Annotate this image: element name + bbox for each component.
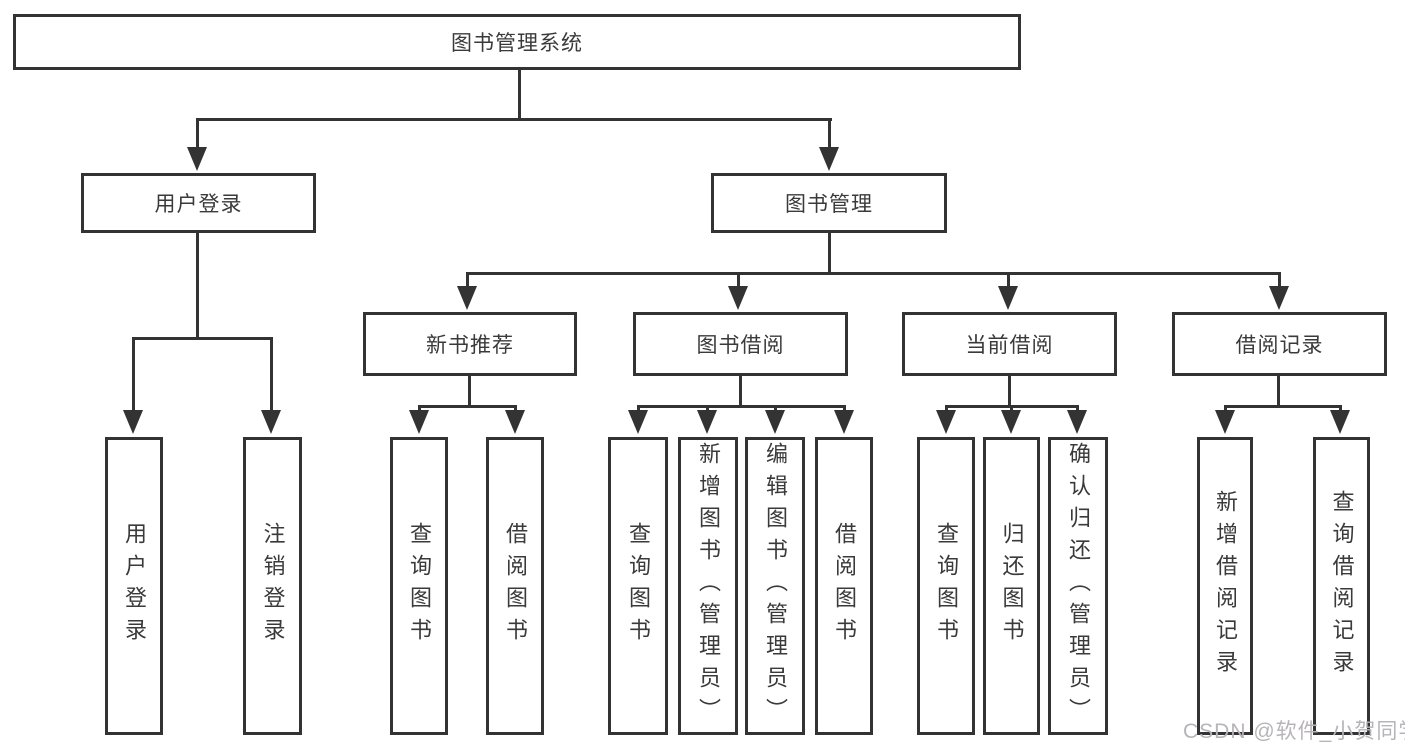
connector-line xyxy=(1339,405,1342,414)
leaf-cb-return-books: 归还图书 xyxy=(983,437,1040,735)
arrow-down-icon xyxy=(1330,410,1350,434)
connector-line xyxy=(196,233,199,337)
connector-line xyxy=(468,376,471,407)
node-new-book-recommendation: 新书推荐 xyxy=(363,312,577,376)
leaf-label: 编辑图书（管理员） xyxy=(763,442,788,730)
arrow-down-icon xyxy=(728,286,748,310)
connector-line xyxy=(196,118,199,150)
connector-line xyxy=(843,405,846,414)
leaf-cb-query-books: 查询图书 xyxy=(917,437,975,735)
node-label: 当前借阅 xyxy=(965,334,1054,357)
node-label: 图书管理系统 xyxy=(451,32,583,55)
arrow-down-icon xyxy=(409,410,429,434)
leaf-label: 查询图书 xyxy=(626,522,651,650)
node-label: 图书管理 xyxy=(785,193,873,216)
leaf-label: 借阅图书 xyxy=(832,522,857,650)
connector-line xyxy=(1007,272,1010,288)
node-library-management-system: 图书管理系统 xyxy=(13,14,1021,70)
connector-line xyxy=(196,118,832,121)
connector-line xyxy=(739,376,742,407)
leaf-label: 注销登录 xyxy=(260,522,286,650)
node-book-borrowing: 图书借阅 xyxy=(633,312,848,376)
leaf-br-add-record: 新增借阅记录 xyxy=(1197,437,1253,735)
connector-line xyxy=(418,405,421,414)
leaf-logout: 注销登录 xyxy=(243,437,302,735)
connector-line xyxy=(1224,405,1227,414)
connector-line xyxy=(1010,405,1013,414)
leaf-label: 借阅图书 xyxy=(503,522,528,650)
arrow-down-icon xyxy=(628,410,648,434)
connector-line xyxy=(132,337,273,340)
connector-line xyxy=(466,272,1281,275)
arrow-down-icon xyxy=(1215,410,1235,434)
connector-line xyxy=(945,405,948,414)
connector-line xyxy=(132,337,135,412)
leaf-label: 查询图书 xyxy=(934,522,959,650)
leaf-label: 查询图书 xyxy=(407,522,432,650)
leaf-bb-edit-books-admin: 编辑图书（管理员） xyxy=(745,437,805,735)
arrow-down-icon xyxy=(936,410,956,434)
connector-line xyxy=(706,405,709,414)
connector-line xyxy=(514,405,517,414)
leaf-label: 归还图书 xyxy=(999,522,1025,650)
leaf-bb-add-books-admin: 新增图书（管理员） xyxy=(678,437,738,735)
arrow-down-icon xyxy=(505,410,525,434)
node-user-login: 用户登录 xyxy=(81,173,316,233)
connector-line xyxy=(1277,376,1280,407)
arrow-down-icon xyxy=(697,410,717,434)
leaf-label: 查询借阅记录 xyxy=(1329,490,1355,682)
leaf-bb-borrow-books: 借阅图书 xyxy=(815,437,873,735)
connector-line xyxy=(466,272,469,288)
connector-line xyxy=(1224,405,1342,408)
node-borrowing-records: 借阅记录 xyxy=(1172,312,1387,376)
arrow-down-icon xyxy=(819,147,839,171)
connector-line xyxy=(637,405,845,408)
node-book-management: 图书管理 xyxy=(711,173,947,233)
leaf-label: 用户登录 xyxy=(122,522,147,650)
connector-line xyxy=(737,272,740,288)
arrow-down-icon xyxy=(123,410,143,434)
arrow-down-icon xyxy=(1067,410,1087,434)
connector-line xyxy=(828,118,831,150)
leaf-br-query-record: 查询借阅记录 xyxy=(1313,437,1370,735)
arrow-down-icon xyxy=(765,410,785,434)
connector-line xyxy=(637,405,640,414)
leaf-label: 新增借阅记录 xyxy=(1213,490,1238,682)
leaf-nb-borrow-books: 借阅图书 xyxy=(486,437,544,735)
node-current-borrowing: 当前借阅 xyxy=(902,312,1117,376)
csdn-watermark: CSDN @软件_小贺同学 xyxy=(1183,720,1405,743)
arrow-down-icon xyxy=(187,147,207,171)
connector-line xyxy=(1008,376,1011,407)
leaf-label: 确认归还（管理员） xyxy=(1066,442,1091,730)
connector-line xyxy=(828,233,831,275)
node-label: 借阅记录 xyxy=(1235,334,1324,357)
connector-line xyxy=(1076,405,1079,414)
arrow-down-icon xyxy=(834,410,854,434)
leaf-nb-query-books: 查询图书 xyxy=(390,437,448,735)
connector-line xyxy=(270,337,273,412)
connector-line xyxy=(774,405,777,414)
connector-line xyxy=(1278,272,1281,288)
node-label: 新书推荐 xyxy=(426,334,514,357)
arrow-down-icon xyxy=(1001,410,1021,434)
leaf-label: 新增图书（管理员） xyxy=(696,442,721,730)
arrow-down-icon xyxy=(457,286,477,310)
arrow-down-icon xyxy=(1269,286,1289,310)
leaf-user-login: 用户登录 xyxy=(105,437,163,735)
arrow-down-icon xyxy=(261,410,281,434)
node-label: 图书借阅 xyxy=(696,334,785,357)
node-label: 用户登录 xyxy=(154,193,243,216)
leaf-cb-confirm-return-admin: 确认归还（管理员） xyxy=(1048,437,1108,735)
connector-line xyxy=(518,70,521,118)
arrow-down-icon xyxy=(998,286,1018,310)
leaf-bb-query-books: 查询图书 xyxy=(608,437,668,735)
connector-line xyxy=(418,405,517,408)
